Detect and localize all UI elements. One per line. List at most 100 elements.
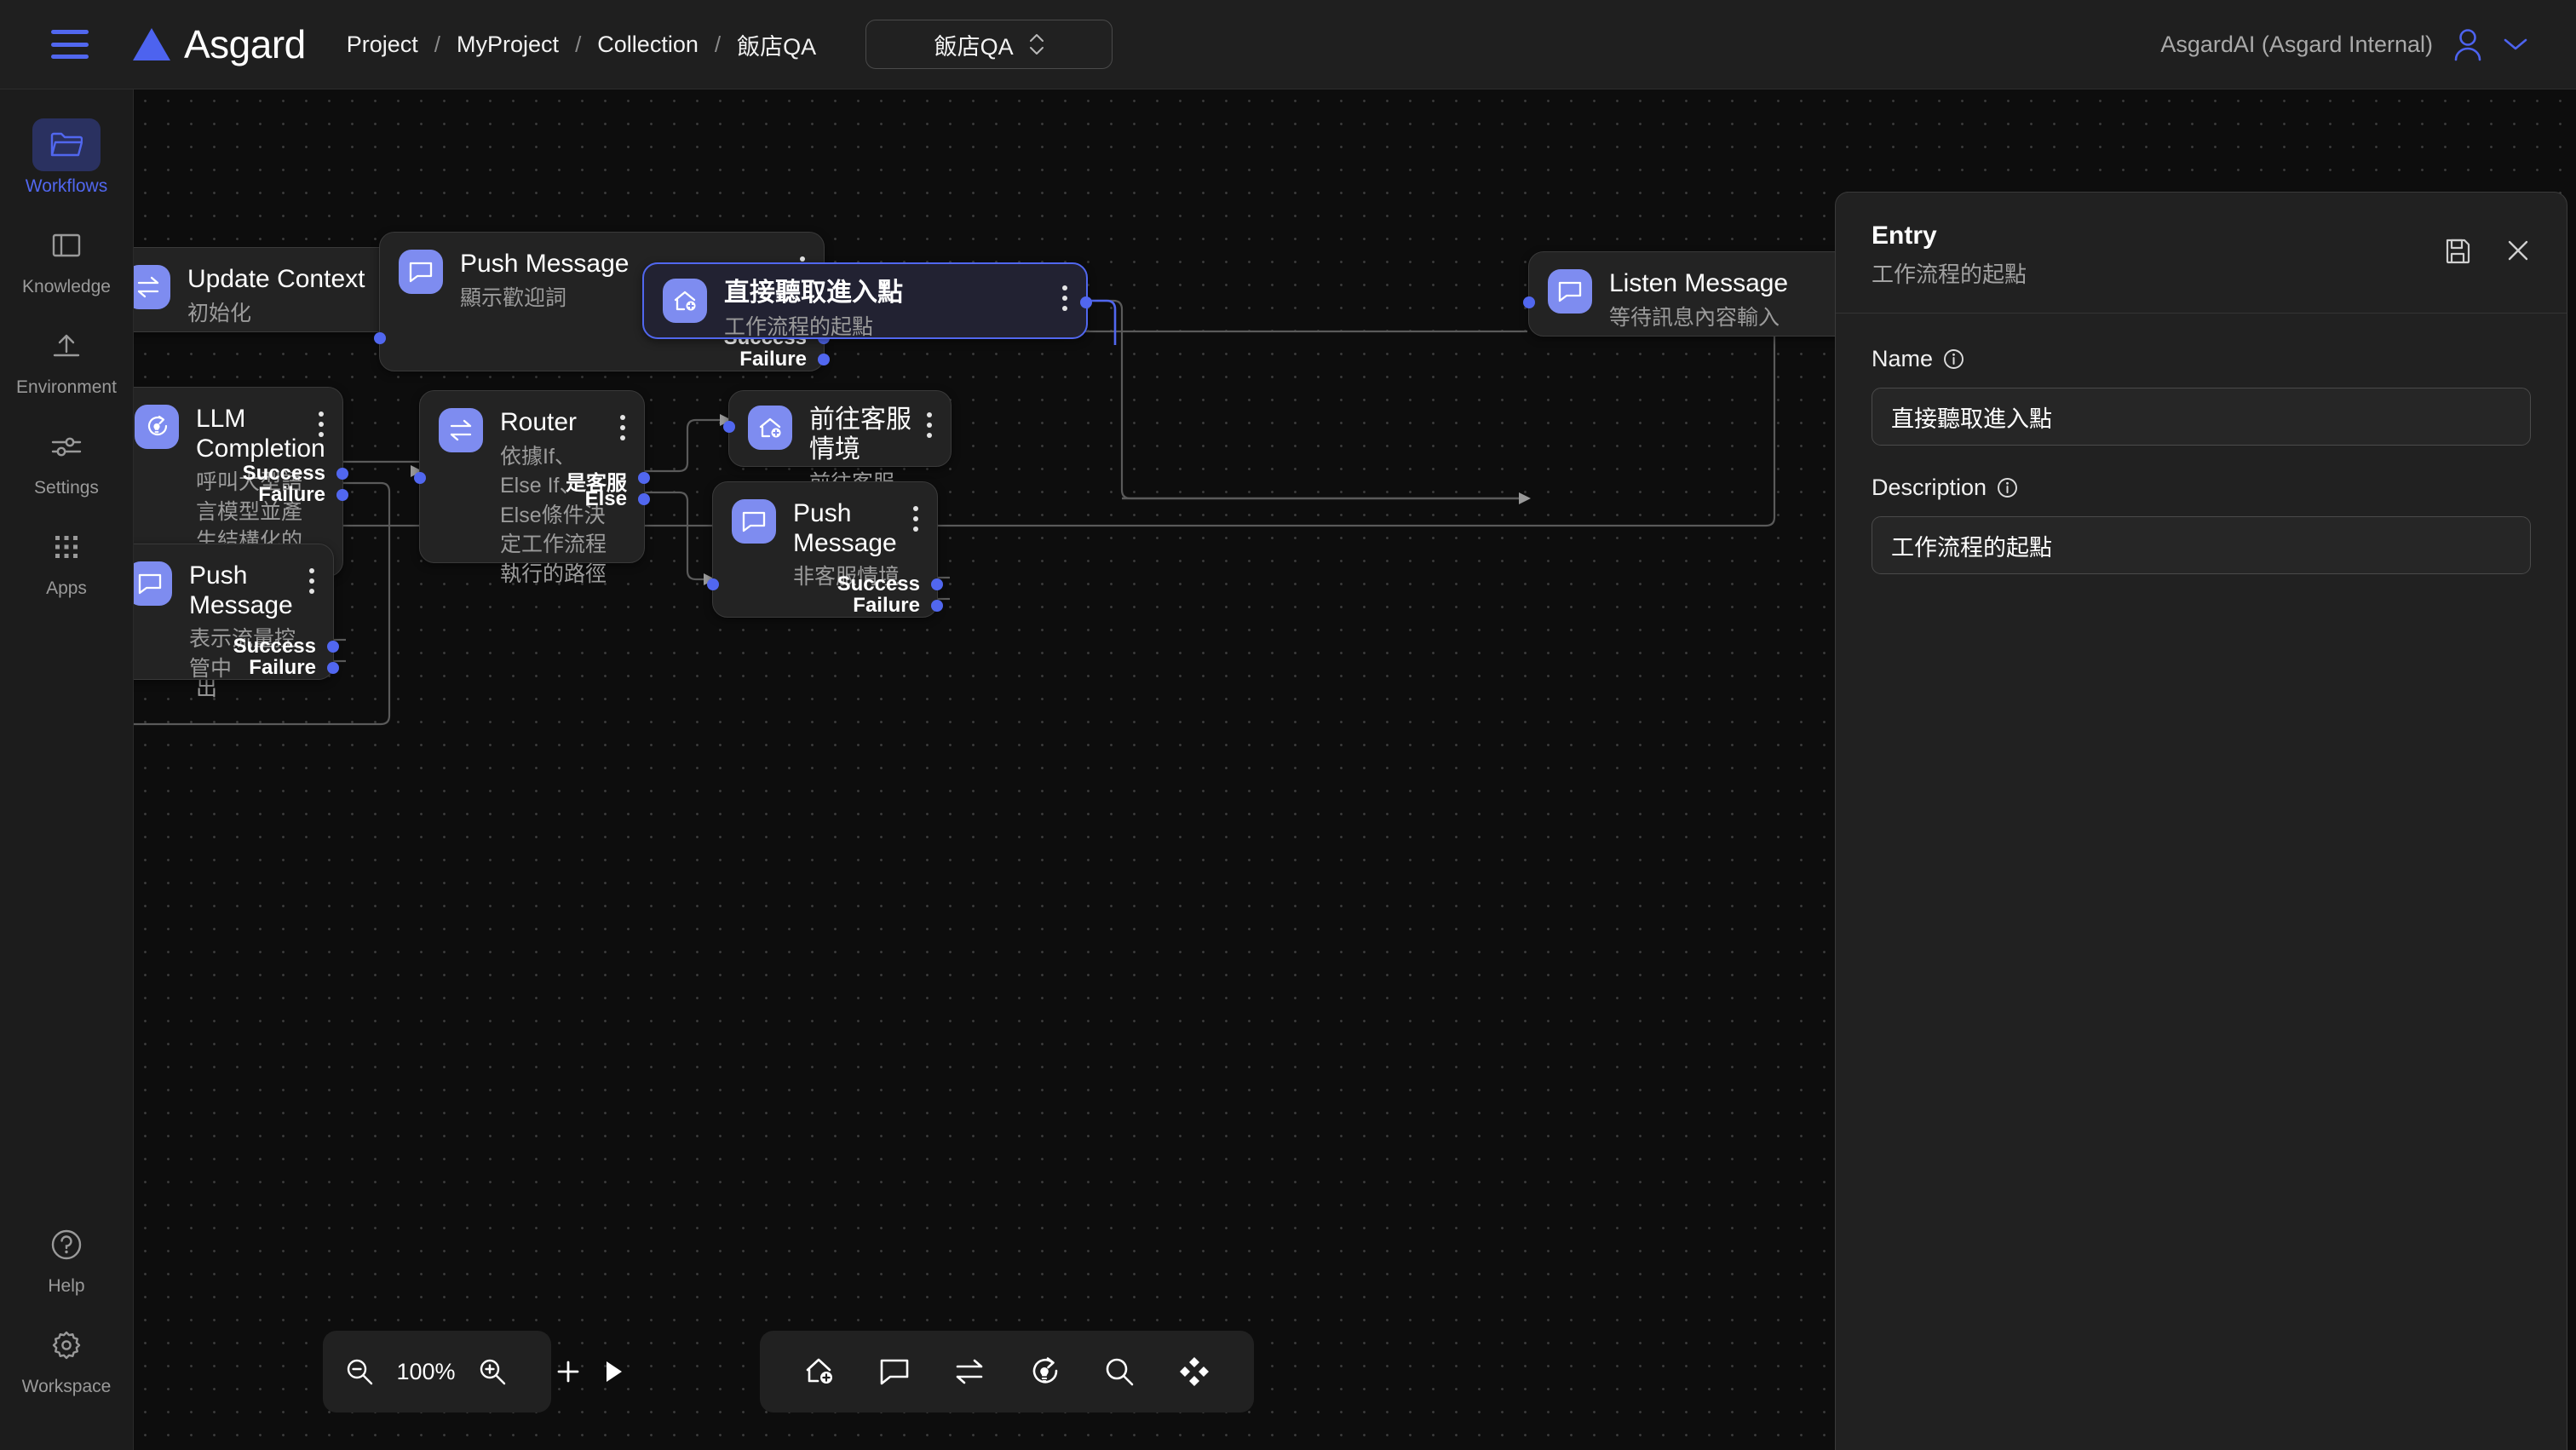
breadcrumb-separator: / <box>434 31 441 57</box>
swap-arrows-icon[interactable] <box>953 1358 986 1385</box>
zoom-level-label: 100% <box>396 1358 456 1384</box>
left-sidebar: Workflows Knowledge Environment Settings <box>0 89 134 1450</box>
node-menu-button[interactable] <box>309 561 314 594</box>
node-menu-button[interactable] <box>913 499 918 532</box>
triangle-logo-icon <box>133 28 170 60</box>
node-header: Push Message 顯示歡迎詞 <box>380 233 824 313</box>
node-tools-toolbar <box>760 1331 1254 1413</box>
node-port-out-success[interactable] <box>336 468 348 480</box>
zoom-in-icon[interactable] <box>478 1357 507 1386</box>
home-plus-icon <box>663 279 707 323</box>
plus-icon[interactable] <box>555 1358 582 1385</box>
sidebar-item-label: Workspace <box>21 1377 112 1396</box>
swap-arrows-icon <box>439 408 483 452</box>
chevron-down-icon[interactable] <box>2503 37 2528 52</box>
info-icon[interactable] <box>1997 477 2018 498</box>
node-port-in[interactable] <box>1523 296 1535 308</box>
node-title: Update Context <box>187 265 365 293</box>
node-port-in[interactable] <box>374 332 386 344</box>
node-port-out-failure[interactable] <box>336 489 348 501</box>
node-port-label-failure: Failure <box>249 656 316 679</box>
name-input[interactable] <box>1872 388 2531 446</box>
node-title: Listen Message <box>1609 269 1789 297</box>
node-port-out-failure[interactable] <box>818 354 830 365</box>
user-icon[interactable] <box>2452 27 2484 61</box>
node-port-label-success: Success <box>242 462 325 485</box>
account-area[interactable]: AsgardAI (Asgard Internal) <box>2160 27 2528 61</box>
node-goto-service[interactable]: 前往客服情境 前往客服情境 <box>723 390 952 525</box>
chevron-updown-icon <box>1029 33 1044 55</box>
sidebar-item-workflows[interactable]: Workflows <box>0 118 133 197</box>
breadcrumb-item-0[interactable]: Project <box>346 31 418 57</box>
sidebar-item-label: Knowledge <box>22 277 111 296</box>
breadcrumb: Project / MyProject / Collection / 飯店QA <box>345 28 818 61</box>
node-subtitle: 表示流量控管中 <box>189 627 296 681</box>
node-title: LLM Completion <box>196 405 325 463</box>
app-logo[interactable]: Asgard <box>133 21 306 67</box>
node-port-in[interactable] <box>414 472 426 484</box>
message-icon <box>732 499 776 544</box>
breadcrumb-item-1[interactable]: MyProject <box>457 31 560 57</box>
llm-bulb-icon[interactable] <box>1028 1355 1061 1388</box>
panel-header: Entry 工作流程的起點 <box>1836 193 2567 314</box>
node-port-out-failure[interactable] <box>931 600 943 612</box>
node-text: Push Message 顯示歡迎詞 <box>460 250 788 313</box>
node-port-out-failure[interactable] <box>327 662 339 674</box>
sliders-icon <box>32 420 101 473</box>
node-menu-button[interactable] <box>927 406 932 438</box>
swap-arrows-icon <box>134 265 170 309</box>
node-port-out[interactable] <box>1080 296 1092 308</box>
node-entry[interactable]: 直接聽取進入點 工作流程的起點 <box>642 262 1092 339</box>
llm-bulb-icon <box>135 405 179 449</box>
move-icon[interactable] <box>1178 1355 1210 1388</box>
node-port-label-success: Success <box>233 635 316 658</box>
node-subtitle: 等待訊息內容輸入 <box>1609 305 1780 330</box>
sidebar-item-workspace[interactable]: Workspace <box>0 1319 133 1397</box>
node-header: Router 依據If、Else If、Else條件決定工作流程執行的路徑 <box>420 391 644 589</box>
node-subtitle: 初始化 <box>187 301 252 325</box>
sidebar-item-help[interactable]: Help <box>0 1218 133 1297</box>
node-port-label-is-service: 是客服 <box>566 472 627 495</box>
node-menu-button[interactable] <box>319 405 324 437</box>
info-icon[interactable] <box>1943 348 1964 370</box>
save-disk-icon[interactable] <box>2444 237 2471 264</box>
node-header: Listen Message 等待訊息內容輸入 <box>1529 252 1973 332</box>
node-push-message-welcome[interactable]: Push Message 顯示歡迎詞 Success Failure <box>374 232 830 371</box>
sidebar-item-environment[interactable]: Environment <box>0 319 133 398</box>
close-icon[interactable] <box>2505 238 2531 263</box>
node-port-out-success[interactable] <box>327 641 339 653</box>
sidebar-bottom: Help Workspace <box>0 1218 133 1450</box>
field-name: Name <box>1872 346 2531 446</box>
sidebar-item-knowledge[interactable]: Knowledge <box>0 219 133 297</box>
workspace-select[interactable]: 飯店QA <box>865 20 1113 69</box>
message-icon[interactable] <box>878 1356 911 1387</box>
node-router[interactable]: Router 依據If、Else If、Else條件決定工作流程執行的路徑 是客… <box>414 390 650 586</box>
workflow-canvas[interactable]: Update Context 初始化 Push Message 顯示歡迎詞 S <box>134 89 2576 1450</box>
node-port-in[interactable] <box>707 578 719 590</box>
node-port-label-failure: Failure <box>258 483 325 506</box>
zoom-out-icon[interactable] <box>345 1357 374 1386</box>
node-port-out-is-service[interactable] <box>638 472 650 484</box>
node-text: Push Message 非客服情境 <box>793 499 901 592</box>
node-port-out-success[interactable] <box>931 578 943 590</box>
node-menu-button[interactable] <box>620 408 625 440</box>
breadcrumb-item-3[interactable]: 飯店QA <box>737 33 817 60</box>
node-port-out-else[interactable] <box>638 493 650 505</box>
book-icon <box>32 219 101 272</box>
node-port-in[interactable] <box>723 421 735 433</box>
search-icon[interactable] <box>1103 1355 1136 1388</box>
hamburger-icon[interactable] <box>51 30 89 59</box>
node-push-message-throttle[interactable]: Push Message 表示流量控管中 Success Failure <box>134 544 339 681</box>
sidebar-item-apps[interactable]: Apps <box>0 521 133 599</box>
upload-icon <box>32 319 101 372</box>
description-input[interactable] <box>1872 516 2531 574</box>
sidebar-item-settings[interactable]: Settings <box>0 420 133 498</box>
play-icon[interactable] <box>601 1358 626 1385</box>
node-subtitle: 依據If、Else If、Else條件決定工作流程執行的路徑 <box>500 444 607 586</box>
breadcrumb-item-2[interactable]: Collection <box>597 31 699 57</box>
field-label-name: Name <box>1872 346 2531 372</box>
node-push-message-nonservice[interactable]: Push Message 非客服情境 Success Failure <box>707 481 943 618</box>
entry-properties-panel: Entry 工作流程的起點 Name <box>1835 192 2567 1450</box>
node-menu-button[interactable] <box>1062 279 1067 311</box>
home-plus-icon[interactable] <box>803 1356 836 1387</box>
